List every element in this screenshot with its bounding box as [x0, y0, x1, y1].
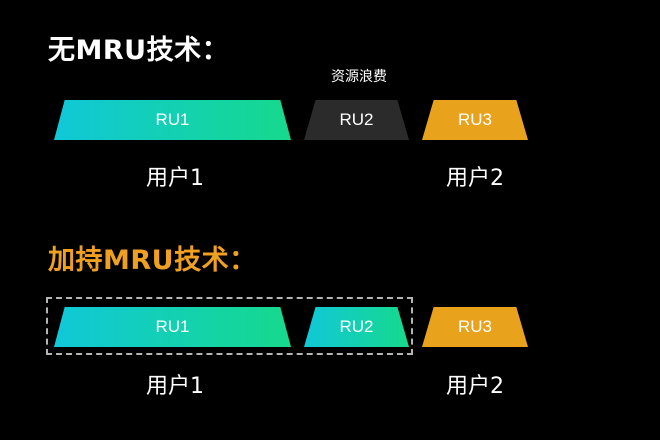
user1-allocation-box — [46, 297, 413, 355]
ru3-block-bottom: RU3 — [422, 307, 528, 347]
ru2-block-top: RU2 — [304, 100, 409, 140]
ru1-label-bottom: RU1 — [155, 317, 190, 336]
user1-label-bottom: 用户1 — [146, 374, 204, 399]
ru2-label-bottom: RU2 — [339, 317, 374, 336]
heading-without-mru: 无MRU技术： — [48, 35, 230, 66]
ru2-label-top: RU2 — [339, 110, 374, 129]
ru1-block-bottom: RU1 — [54, 307, 291, 347]
resource-waste-label: 资源浪费 — [331, 69, 387, 85]
ru3-label-bottom: RU3 — [457, 317, 492, 336]
user2-label-top: 用户2 — [446, 166, 504, 191]
user2-label-bottom: 用户2 — [446, 374, 504, 399]
ru3-block-top: RU3 — [422, 100, 528, 140]
ru1-label-top: RU1 — [155, 110, 190, 129]
ru2-block-bottom: RU2 — [304, 307, 409, 347]
ru1-block-top: RU1 — [54, 100, 291, 140]
heading-with-mru: 加持MRU技术： — [48, 245, 257, 276]
user1-label-top: 用户1 — [146, 166, 204, 191]
ru3-label-top: RU3 — [457, 110, 492, 129]
